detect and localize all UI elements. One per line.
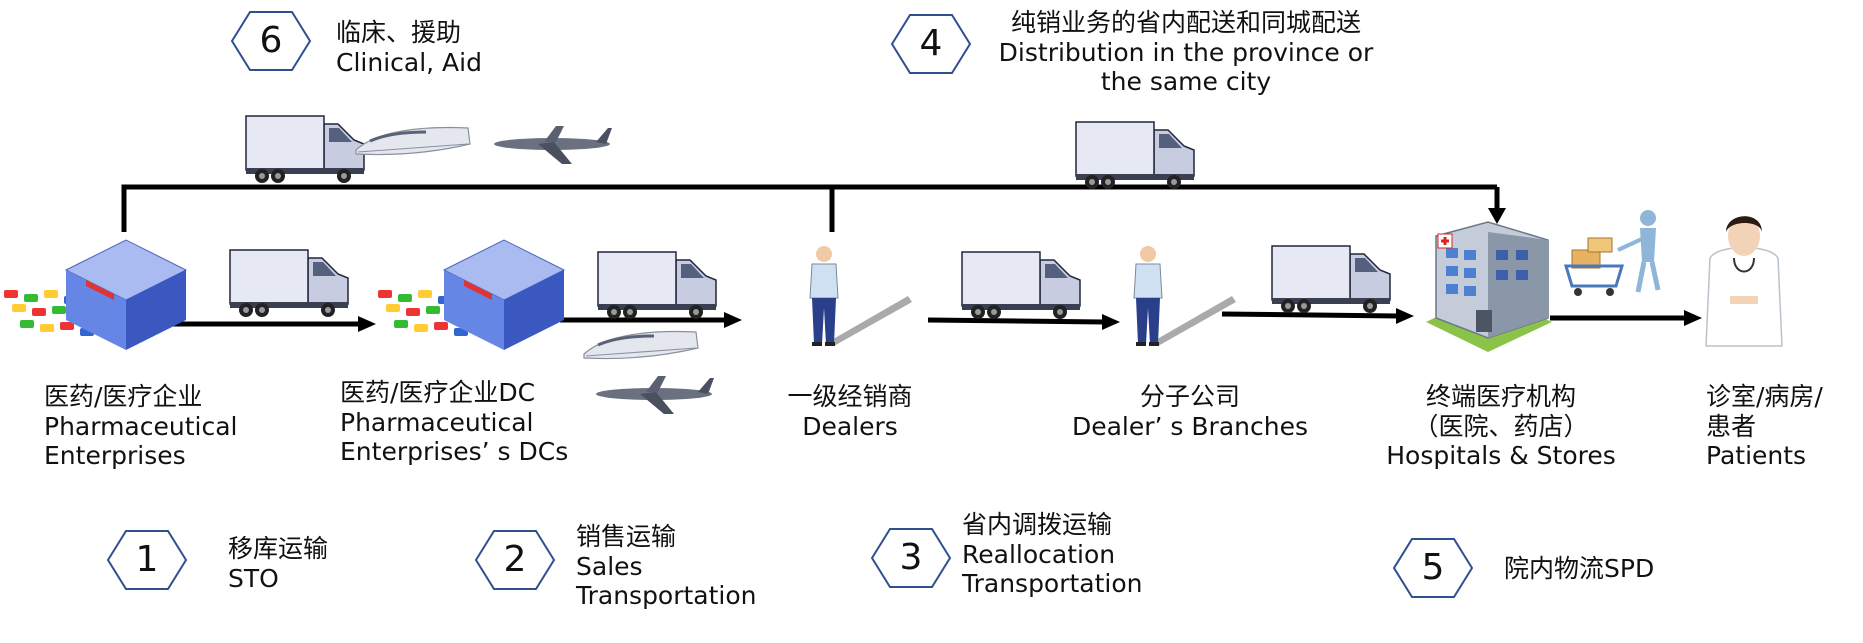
truck-icon xyxy=(1075,121,1195,190)
node-dealers-label: 一级经销商 Dealers xyxy=(760,382,940,441)
stage-4-en-line2: the same city xyxy=(1100,67,1272,96)
shopping-cart-person-icon xyxy=(1563,210,1661,296)
stage-1-number: 1 xyxy=(135,539,159,580)
truck-icon xyxy=(961,251,1081,320)
stage-3-number: 3 xyxy=(899,537,923,578)
stage-4-number: 4 xyxy=(919,23,943,64)
node-pharma-dc-label: 医药/医疗企业DC Pharmaceutical Enterprises’ s … xyxy=(340,378,568,467)
stage-2-label: 销售运输 Sales Transportation xyxy=(576,522,757,611)
top-bracket-line xyxy=(121,184,1497,232)
stage-3-cn: 省内调拨运输 xyxy=(962,510,1113,539)
dealer-person-icon xyxy=(809,245,913,347)
node-branches-en: Dealer’ s Branches xyxy=(1071,411,1308,441)
node-pharma-label: 医药/医疗企业 Pharmaceutical Enterprises xyxy=(44,382,237,471)
node-patients-label: 诊室/病房/ 患者 Patients xyxy=(1706,382,1823,471)
stage-3-en-line1: Reallocation xyxy=(962,539,1116,569)
truck-icon xyxy=(245,115,365,184)
stage-4-en-line1: Distribution in the province or xyxy=(998,37,1374,67)
high-speed-train-icon xyxy=(582,330,700,361)
stage-2-en-line1: Sales xyxy=(576,551,643,581)
node-dealers-cn: 一级经销商 xyxy=(787,382,913,411)
node-pharma-dc-en-line2: Enterprises’ s DCs xyxy=(340,437,569,466)
node-pharma-en-line2: Enterprises xyxy=(44,441,186,470)
node-branches-label: 分子公司 Dealer’ s Branches xyxy=(1050,382,1330,441)
node-pharma-en-line1: Pharmaceutical xyxy=(44,411,238,441)
node-hospitals-label: 终端医疗机构 （医院、药店） Hospitals & Stores xyxy=(1356,382,1646,471)
node-hospitals-en: Hospitals & Stores xyxy=(1386,441,1616,470)
stage-5-label: 院内物流SPD xyxy=(1504,554,1654,584)
node-hospitals-cn-line1: 终端医疗机构 xyxy=(1425,382,1576,411)
stage-6-cn: 临床、援助 xyxy=(336,18,462,47)
node-patients-cn-line1: 诊室/病房/ xyxy=(1706,382,1823,411)
stage-1-label: 移库运输 STO xyxy=(228,534,328,593)
stage-hexagons xyxy=(106,11,1474,598)
dealer-person-icon xyxy=(1133,245,1237,347)
stage-3-en-line2: Transportation xyxy=(962,569,1143,598)
airplane-icon xyxy=(596,376,714,414)
truck-icon xyxy=(229,249,349,318)
stage-2-en-line2: Transportation xyxy=(576,581,757,610)
node-dealers-en: Dealers xyxy=(802,411,898,441)
stage-1-cn: 移库运输 xyxy=(228,534,329,563)
stage-4-cn: 纯销业务的省内配送和同城配送 xyxy=(1010,8,1361,37)
stage-2-cn: 销售运输 xyxy=(576,522,677,551)
doctor-icon xyxy=(1705,216,1783,347)
node-pharma-dc-cn: 医药/医疗企业DC xyxy=(340,378,536,407)
high-speed-train-icon xyxy=(354,126,472,157)
node-hospitals-cn-line2: （医院、药店） xyxy=(1413,411,1589,441)
stage-6-en: Clinical, Aid xyxy=(336,47,482,77)
node-pharma-cn: 医药/医疗企业 xyxy=(44,382,203,411)
stage-6-label: 临床、援助 Clinical, Aid xyxy=(336,18,482,77)
node-pharma-dc-en-line1: Pharmaceutical xyxy=(340,407,534,437)
flow-arrows xyxy=(170,308,1702,332)
stage-3-label: 省内调拨运输 Reallocation Transportation xyxy=(962,510,1143,599)
stage-2-number: 2 xyxy=(503,539,527,580)
node-patients-cn-line2: 患者 xyxy=(1706,411,1757,441)
node-branches-cn: 分子公司 xyxy=(1139,382,1240,411)
airplane-icon xyxy=(494,126,612,164)
stage-1-en: STO xyxy=(228,563,279,593)
truck-icon xyxy=(597,251,717,320)
stage-5-number: 5 xyxy=(1421,547,1445,588)
stage-6-number: 6 xyxy=(259,20,283,61)
stage-4-label: 纯销业务的省内配送和同城配送 Distribution in the provi… xyxy=(966,8,1406,97)
hospital-drop-arrowhead xyxy=(1488,208,1506,224)
stage-5-cn: 院内物流SPD xyxy=(1504,554,1655,583)
hospital-icon xyxy=(1426,221,1552,352)
node-patients-en: Patients xyxy=(1706,441,1807,470)
truck-icon xyxy=(1271,245,1391,314)
